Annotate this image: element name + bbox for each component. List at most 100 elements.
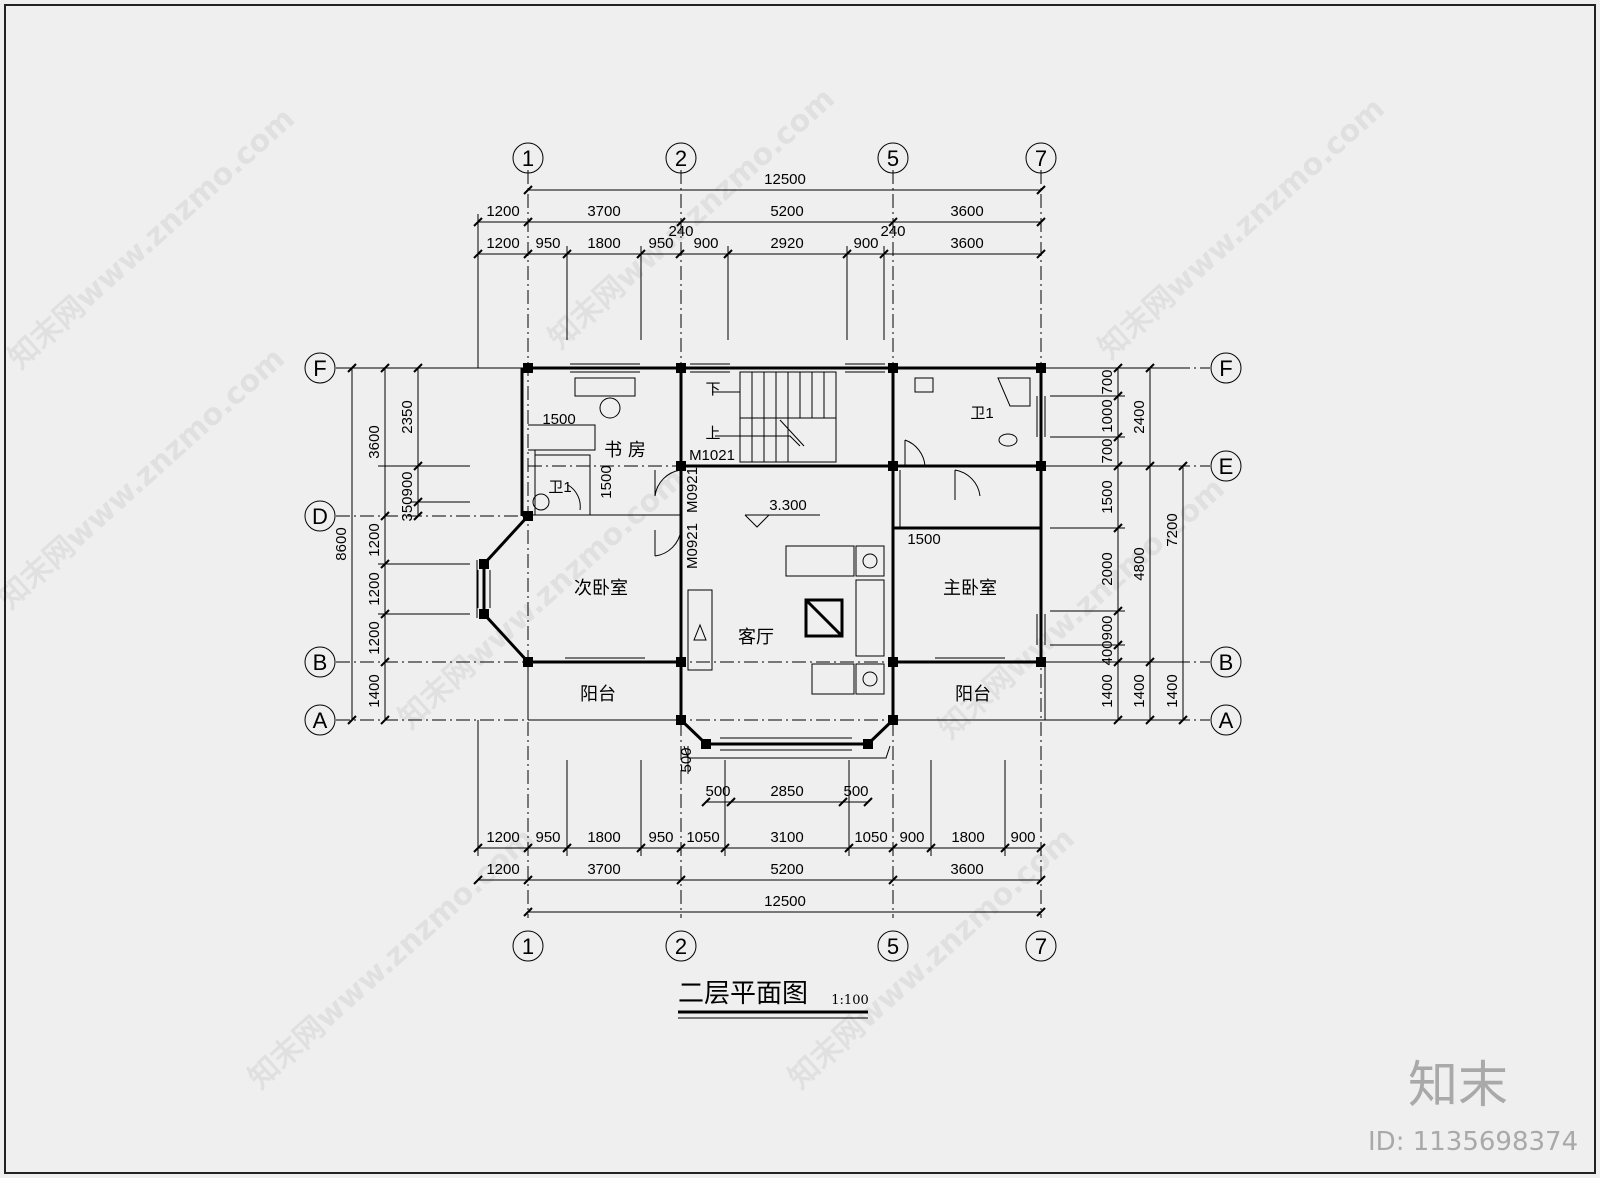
grid-bubble-right-a: A <box>1219 708 1234 733</box>
dim-top-r2-7: 3600 <box>950 235 983 252</box>
grid-bubble-top-2: 2 <box>675 146 687 171</box>
dim-bot-r1-8: 1800 <box>951 829 984 846</box>
dim-right-r2-0: 700 <box>1099 369 1116 394</box>
dim-right-r1-2: 1400 <box>1131 674 1148 707</box>
dim-right-r2-2: 700 <box>1099 438 1116 463</box>
dim-bay-1: 2850 <box>770 783 803 800</box>
dim-left-r2-0: 2350 <box>399 400 416 433</box>
stair-up-label: 上 <box>705 425 720 442</box>
dim-bot-r2-0: 1200 <box>486 861 519 878</box>
dim-right-r2-1: 1000 <box>1099 399 1116 432</box>
grid-bubble-left-a: A <box>313 708 328 733</box>
columns <box>479 363 1046 749</box>
dim-bot-r1-6: 1050 <box>854 829 887 846</box>
dim-study-width: 1500 <box>542 411 575 428</box>
room-label-bath-right: 卫1 <box>970 405 993 422</box>
grid-bubble-bottom-7: 7 <box>1035 934 1047 959</box>
grid-bubble-right-b: B <box>1219 650 1234 675</box>
elevation-marker <box>744 514 820 528</box>
door-label-m0921-b: M0921 <box>684 523 701 569</box>
drawing-title: 二层平面图 <box>678 979 808 1009</box>
watermark: 知末网www.znzmo.com <box>1092 91 1392 366</box>
drawing-scale: 1:100 <box>831 993 868 1008</box>
dim-left-r2-2: 350 <box>399 496 416 521</box>
grid-bubble-top-5: 5 <box>887 146 899 171</box>
grid-bubble-top-7: 7 <box>1035 146 1047 171</box>
dim-bot-r1-7: 900 <box>899 829 924 846</box>
dim-wall-a: 240 <box>668 223 693 240</box>
dim-left-r1-3: 1200 <box>366 621 383 654</box>
dim-right-r2-7: 1400 <box>1099 674 1116 707</box>
dim-top-r2-2: 1800 <box>587 235 620 252</box>
dim-left-r1-1: 1200 <box>366 523 383 556</box>
stair-down-label: 下 <box>705 381 720 398</box>
grid-bubble-left-b: B <box>313 650 328 675</box>
dim-right-total: 7200 <box>1164 513 1181 546</box>
dim-bot-r2-3: 3600 <box>950 861 983 878</box>
dim-right-r1-2b: 1400 <box>1164 674 1181 707</box>
room-label-balcony-left: 阳台 <box>580 684 616 705</box>
room-label-master-bedroom: 主卧室 <box>943 578 997 599</box>
dim-right-r2-3: 1500 <box>1099 480 1116 513</box>
dim-bot-r1-5: 3100 <box>770 829 803 846</box>
grid-bubble-top-1: 1 <box>522 146 534 171</box>
dim-bay-0: 500 <box>705 783 730 800</box>
dim-top-r2-4: 900 <box>693 235 718 252</box>
grid-bubble-bottom-5: 5 <box>887 934 899 959</box>
bottom-dimension-lines <box>473 720 1046 917</box>
dim-right-r1-1: 4800 <box>1131 547 1148 580</box>
image-id: ID: 1135698374 <box>1368 1127 1578 1157</box>
dim-right-r2-5: 900 <box>1099 615 1116 640</box>
dim-study-depth: 1500 <box>598 465 615 498</box>
elevation-value: 3.300 <box>769 497 807 514</box>
room-label-balcony-right: 阳台 <box>955 684 991 705</box>
thin-walls <box>476 424 1046 759</box>
dim-left-r1-0: 3600 <box>366 425 383 458</box>
furniture <box>532 377 1031 695</box>
room-label-living-room: 客厅 <box>738 627 774 648</box>
door-label-m0921-a: M0921 <box>684 467 701 513</box>
dim-bot-r1-9: 900 <box>1010 829 1035 846</box>
dim-top-r2-3: 950 <box>648 235 673 252</box>
dim-bot-total: 12500 <box>764 893 806 910</box>
windows <box>477 363 1046 751</box>
dim-right-r2-6: 400 <box>1099 640 1116 665</box>
left-dimension-lines <box>345 363 528 725</box>
dim-top-r2-5: 2920 <box>770 235 803 252</box>
title-underline <box>678 1010 868 1019</box>
dim-bot-r2-2: 5200 <box>770 861 803 878</box>
right-dimension-lines <box>1041 363 1190 725</box>
dim-left-r1-2: 1200 <box>366 572 383 605</box>
dim-bot-r1-0: 1200 <box>486 829 519 846</box>
dim-bot-r1-2: 1800 <box>587 829 620 846</box>
dim-bay-2: 500 <box>843 783 868 800</box>
dim-bay-depth: 500 <box>678 747 695 772</box>
dim-wall-b: 240 <box>880 223 905 240</box>
grid-bubble-right-e: E <box>1219 454 1234 479</box>
dim-bot-r1-3: 950 <box>648 829 673 846</box>
door-label-m1021: M1021 <box>689 447 735 464</box>
dim-master-closet: 1500 <box>907 531 940 548</box>
grid-bubble-bottom-2: 2 <box>675 934 687 959</box>
dim-top-r1-3: 3600 <box>950 203 983 220</box>
watermark: 知末网www.znzmo.com <box>2 101 302 376</box>
grid-bubble-circles <box>304 142 1242 962</box>
dim-right-r1-0: 2400 <box>1131 400 1148 433</box>
stair <box>712 371 837 463</box>
grid-bubble-right-f: F <box>1219 356 1232 381</box>
grid-axes <box>336 170 1210 918</box>
room-label-second-bedroom: 次卧室 <box>574 578 628 599</box>
dim-bot-r1-4: 1050 <box>686 829 719 846</box>
room-label-bath-left: 卫1 <box>548 479 571 496</box>
grid-bubble-left-d: D <box>312 504 328 529</box>
watermark: 知末网www.znzmo.com <box>0 341 292 616</box>
drawing-frame <box>4 4 1596 1174</box>
grid-bubble-left-f: F <box>313 356 326 381</box>
dim-top-r1-0: 1200 <box>486 203 519 220</box>
dim-top-r2-1: 950 <box>535 235 560 252</box>
grid-bubble-bottom-1: 1 <box>522 934 534 959</box>
top-dimension-lines <box>473 185 1046 368</box>
dim-left-r2-1: 900 <box>399 471 416 496</box>
dim-bot-r2-1: 3700 <box>587 861 620 878</box>
